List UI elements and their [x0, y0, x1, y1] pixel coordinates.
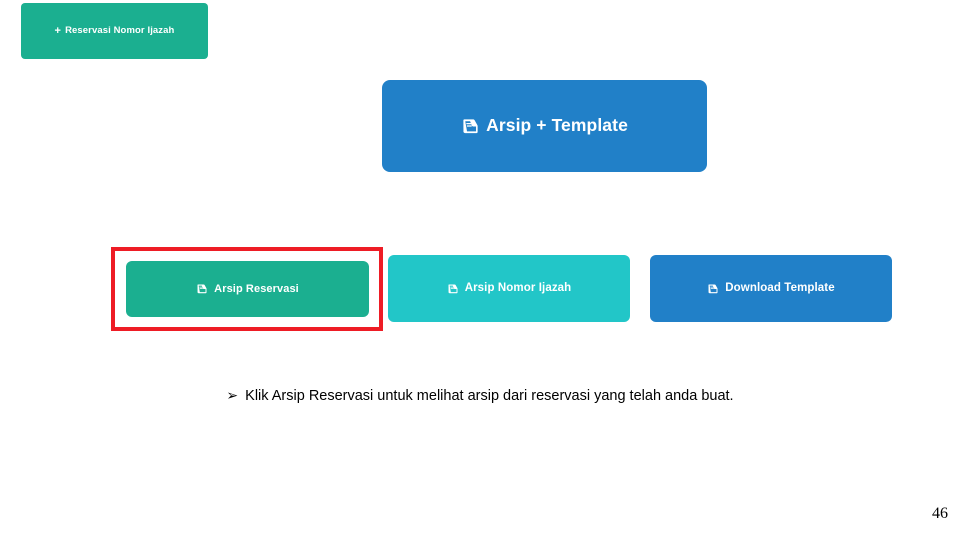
book-icon: [196, 283, 208, 295]
reservasi-nomor-ijazah-label: Reservasi Nomor Ijazah: [65, 24, 175, 36]
arsip-nomor-ijazah-button[interactable]: Arsip Nomor Ijazah: [388, 255, 630, 322]
arsip-reservasi-label: Arsip Reservasi: [214, 282, 299, 295]
arsip-template-button[interactable]: Arsip + Template: [382, 80, 707, 172]
download-template-button[interactable]: Download Template: [650, 255, 892, 322]
arrow-bullet-icon: ➢: [226, 388, 239, 404]
plus-icon: +: [54, 24, 62, 37]
download-template-label: Download Template: [725, 282, 835, 295]
book-icon: [707, 283, 719, 295]
arsip-template-label: Arsip + Template: [486, 115, 628, 136]
book-icon: [461, 117, 480, 136]
page-number: 46: [932, 505, 948, 522]
book-icon: [447, 283, 459, 295]
arsip-reservasi-button[interactable]: Arsip Reservasi: [126, 261, 369, 317]
reservasi-nomor-ijazah-button[interactable]: + Reservasi Nomor Ijazah: [21, 3, 208, 59]
instruction-caption: ➢ Klik Arsip Reservasi untuk melihat arsi…: [0, 388, 960, 404]
instruction-text: Klik Arsip Reservasi untuk melihat arsip…: [245, 388, 734, 404]
arsip-nomor-ijazah-label: Arsip Nomor Ijazah: [464, 282, 572, 295]
